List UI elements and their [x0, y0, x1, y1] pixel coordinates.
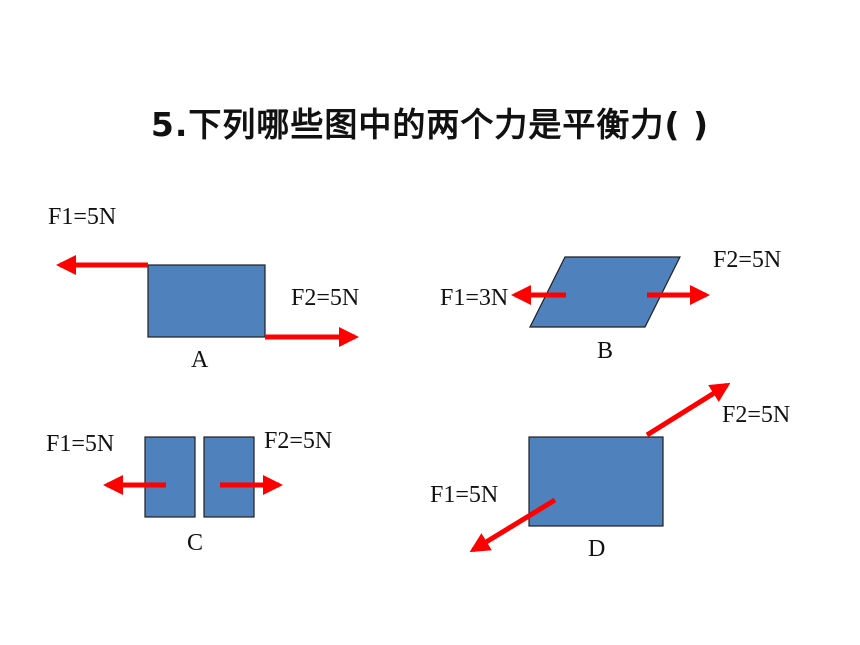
figure-b: [511, 256, 710, 328]
figure-d-f2-label: F2=5N: [722, 402, 791, 428]
figure-b-block: [529, 256, 681, 328]
figure-a-caption: A: [191, 347, 209, 373]
figure-a-block: [147, 264, 266, 338]
figure-d-f1-arrow: [469, 497, 557, 553]
figure-b-f2-label: F2=5N: [713, 247, 782, 273]
figure-a-f1-label: F1=5N: [48, 204, 117, 230]
figure-b-caption: B: [597, 338, 614, 364]
figure-a: [56, 255, 359, 347]
figure-d-f2-arrow: [645, 382, 731, 438]
figure-b-f1-label: F1=3N: [440, 285, 509, 311]
figure-d: [469, 382, 731, 553]
figure-d-f1-label: F1=5N: [430, 482, 499, 508]
figure-c-f2-label: F2=5N: [264, 428, 333, 454]
figure-c: [103, 436, 283, 518]
figure-c-block-right: [203, 436, 255, 518]
question-title: 5.下列哪些图中的两个力是平衡力( ): [150, 105, 710, 144]
figure-c-caption: C: [187, 530, 204, 556]
figure-c-f1-label: F1=5N: [46, 431, 115, 457]
figure-c-block-left: [144, 436, 196, 518]
figure-a-f2-label: F2=5N: [291, 285, 360, 311]
figure-d-block: [528, 436, 664, 527]
figure-d-caption: D: [588, 536, 606, 562]
